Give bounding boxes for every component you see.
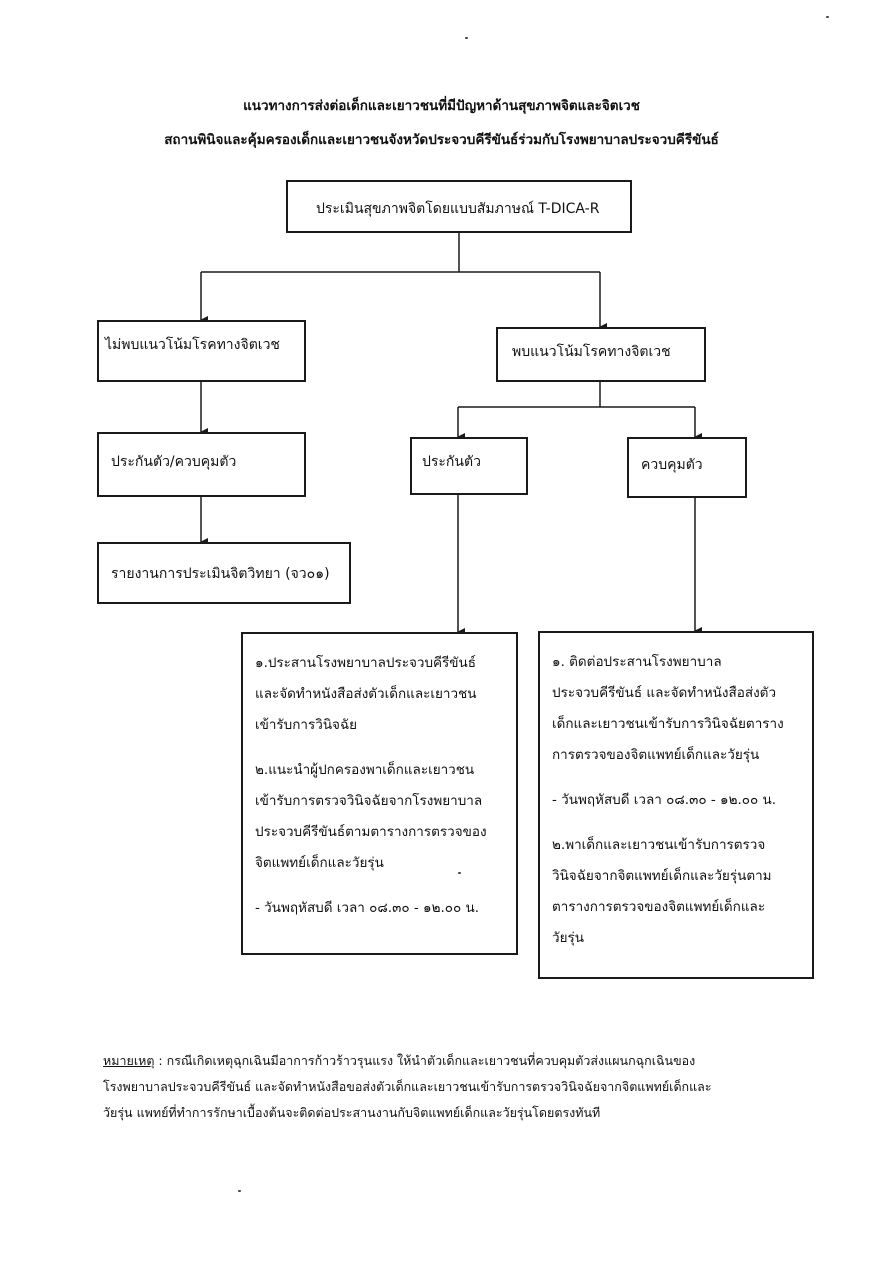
assess-label: ประเมินสุขภาพจิตโดยแบบสัมภาษณ์ T-DICA-R <box>316 201 600 217</box>
report-label: รายงานการประเมินจิตวิทยา (จว๐๑) <box>111 566 330 582</box>
bail-box: ประกันตัว <box>410 437 528 495</box>
custody-step-line: วินิจฉัยจากจิตแพทย์เด็กและวัยรุ่นตาม <box>552 868 772 884</box>
tendency-box: พบแนวโน้มโรคทางจิตเวช <box>496 327 706 382</box>
scan-speck <box>465 37 468 39</box>
tendency-label: พบแนวโน้มโรคทางจิตเวช <box>512 344 671 360</box>
document-title: แนวทางการส่งต่อเด็กและเยาวชนที่มีปัญหาด้… <box>243 98 640 114</box>
custody-step-line: ตารางการตรวจของจิตแพทย์เด็กและ <box>552 899 766 915</box>
footnote-text: กรณีเกิดเหตุฉุกเฉินมีอาการก้าวร้าวรุนแรง… <box>166 1053 696 1068</box>
footnote: หมายเหตุ : กรณีเกิดเหตุฉุกเฉินมีอาการก้า… <box>103 1048 823 1126</box>
footnote-line: วัยรุ่น แพทย์ที่ทำการรักษาเบื้องต้นจะติด… <box>103 1105 601 1120</box>
bail-schedule: - วันพฤหัสบดี เวลา ๐๘.๓๐ - ๑๒.๐๐ น. <box>255 900 480 916</box>
custody-step-line: ๒.พาเด็กและเยาวชนเข้ารับการตรวจ <box>552 837 766 853</box>
bail-or-custody-box: ประกันตัว/ควบคุมตัว <box>97 432 306 497</box>
bail-step-line: จิตแพทย์เด็กและวัยรุ่น <box>255 855 384 871</box>
bail-step-line: ๑.ประสานโรงพยาบาลประจวบคีรีขันธ์ <box>255 655 476 671</box>
bail-step-line: เข้ารับการตรวจวินิจฉัยจากโรงพยาบาล <box>255 793 483 809</box>
bail-or-custody-label: ประกันตัว/ควบคุมตัว <box>111 454 237 470</box>
document-subtitle: สถานพินิจและคุ้มครองเด็กและเยาวชนจังหวัด… <box>164 132 719 148</box>
bail-label: ประกันตัว <box>422 454 481 470</box>
scan-speck <box>238 1190 241 1192</box>
bail-step-line: เข้ารับการวินิจฉัย <box>255 717 358 733</box>
custody-step-line: วัยรุ่น <box>552 930 584 946</box>
custody-step-line: การตรวจของจิตแพทย์เด็กและวัยรุ่น <box>552 747 760 763</box>
custody-step-line: เด็กและเยาวชนเข้ารับการวินิจฉัยตาราง <box>552 716 784 732</box>
scan-speck <box>458 872 461 874</box>
custody-step-line: ประจวบคีรีขันธ์ และจัดทำหนังสือส่งตัว <box>552 685 777 701</box>
footnote-line: หมายเหตุ : กรณีเกิดเหตุฉุกเฉินมีอาการก้า… <box>103 1048 823 1074</box>
custody-steps-box: ๑. ติดต่อประสานโรงพยาบาล ประจวบคีรีขันธ์… <box>538 631 814 979</box>
custody-schedule: - วันพฤหัสบดี เวลา ๐๘.๓๐ - ๑๒.๐๐ น. <box>552 792 777 808</box>
bail-step-line: และจัดทำหนังสือส่งตัวเด็กและเยาวชน <box>255 686 477 702</box>
footnote-separator: : <box>154 1053 167 1068</box>
bail-step-line: ๒.แนะนำผู้ปกครองพาเด็กและเยาวชน <box>255 762 475 778</box>
custody-step-line: ๑. ติดต่อประสานโรงพยาบาล <box>552 654 722 670</box>
scan-speck <box>826 16 829 18</box>
report-box: รายงานการประเมินจิตวิทยา (จว๐๑) <box>97 542 351 604</box>
bail-steps-box: ๑.ประสานโรงพยาบาลประจวบคีรีขันธ์ และจัดท… <box>241 632 518 955</box>
no-tendency-label: ไม่พบแนวโน้มโรคทางจิตเวช <box>105 337 280 353</box>
footnote-line: โรงพยาบาลประจวบคีรีขันธ์ และจัดทำหนังสือ… <box>103 1079 712 1094</box>
footnote-label: หมายเหตุ <box>103 1053 155 1068</box>
assess-box: ประเมินสุขภาพจิตโดยแบบสัมภาษณ์ T-DICA-R <box>286 180 632 233</box>
bail-step-line: ประจวบคีรีขันธ์ตามตารางการตรวจของ <box>255 824 487 840</box>
custody-box: ควบคุมตัว <box>627 437 747 498</box>
custody-label: ควบคุมตัว <box>641 457 703 473</box>
no-tendency-box: ไม่พบแนวโน้มโรคทางจิตเวช <box>97 320 306 382</box>
